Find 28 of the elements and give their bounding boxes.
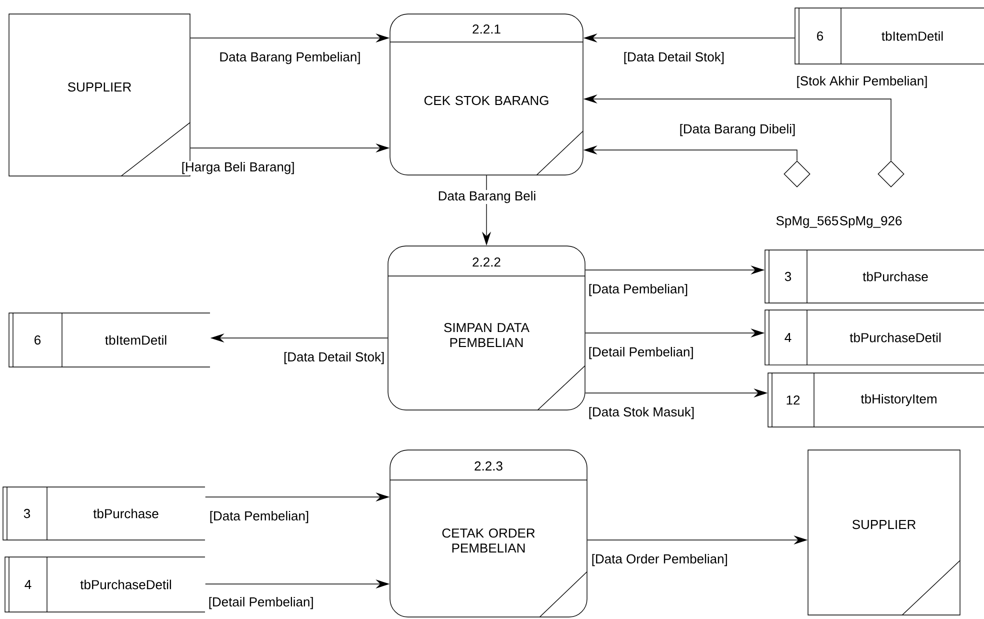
edge-label: Data Barang Pembelian]	[218, 50, 362, 66]
symbol-label: SpMg_565	[776, 216, 838, 228]
data-store: 4 tbPurchaseDetil	[764, 310, 984, 366]
edge-label: [Data Pembelian]	[587, 282, 690, 298]
edge-label: [Stok Akhir Pembelian]	[795, 74, 929, 90]
edge-label: [Harga Beli Barang]	[180, 160, 296, 176]
data-store: 6 tbItemDetil	[8, 312, 210, 368]
edge-label: [Data Barang Dibeli]	[678, 122, 797, 138]
edge-label: [Data Order Pembelian]	[590, 552, 729, 568]
edge-label: [Data Stok Masuk]	[587, 406, 696, 420]
edge-label: [Detail Pembelian]	[587, 346, 695, 360]
symbol-label: SpMg_926	[840, 216, 902, 228]
external-entity-box: SUPPLIER	[808, 450, 960, 616]
data-store: 12 tbHistoryItem	[768, 372, 984, 428]
edge-label: [Data Detail Stok]	[622, 50, 726, 66]
edge-label: [Data Pembelian]	[208, 510, 310, 524]
edge-label: Data Barang Beli	[436, 190, 538, 204]
diamond-symbol	[784, 160, 810, 188]
process-box: 2.2.3 CETAK ORDER PEMBELIAN	[390, 450, 588, 618]
process-box: 2.2.1 CEK STOK BARANG	[390, 14, 584, 176]
data-store: 6 tbItemDetil	[794, 8, 984, 64]
edge-label: [Data Detail Stok]	[282, 350, 386, 366]
data-store: 3 tbPurchase	[764, 250, 984, 304]
data-store: 4 tbPurchaseDetil	[4, 556, 206, 612]
diamond-symbol	[878, 160, 904, 188]
data-store: 3 tbPurchase	[2, 486, 206, 540]
edge-label: [Detail Pembelian]	[207, 596, 315, 610]
process-box: 2.2.2 SIMPAN DATA PEMBELIAN	[388, 246, 586, 410]
